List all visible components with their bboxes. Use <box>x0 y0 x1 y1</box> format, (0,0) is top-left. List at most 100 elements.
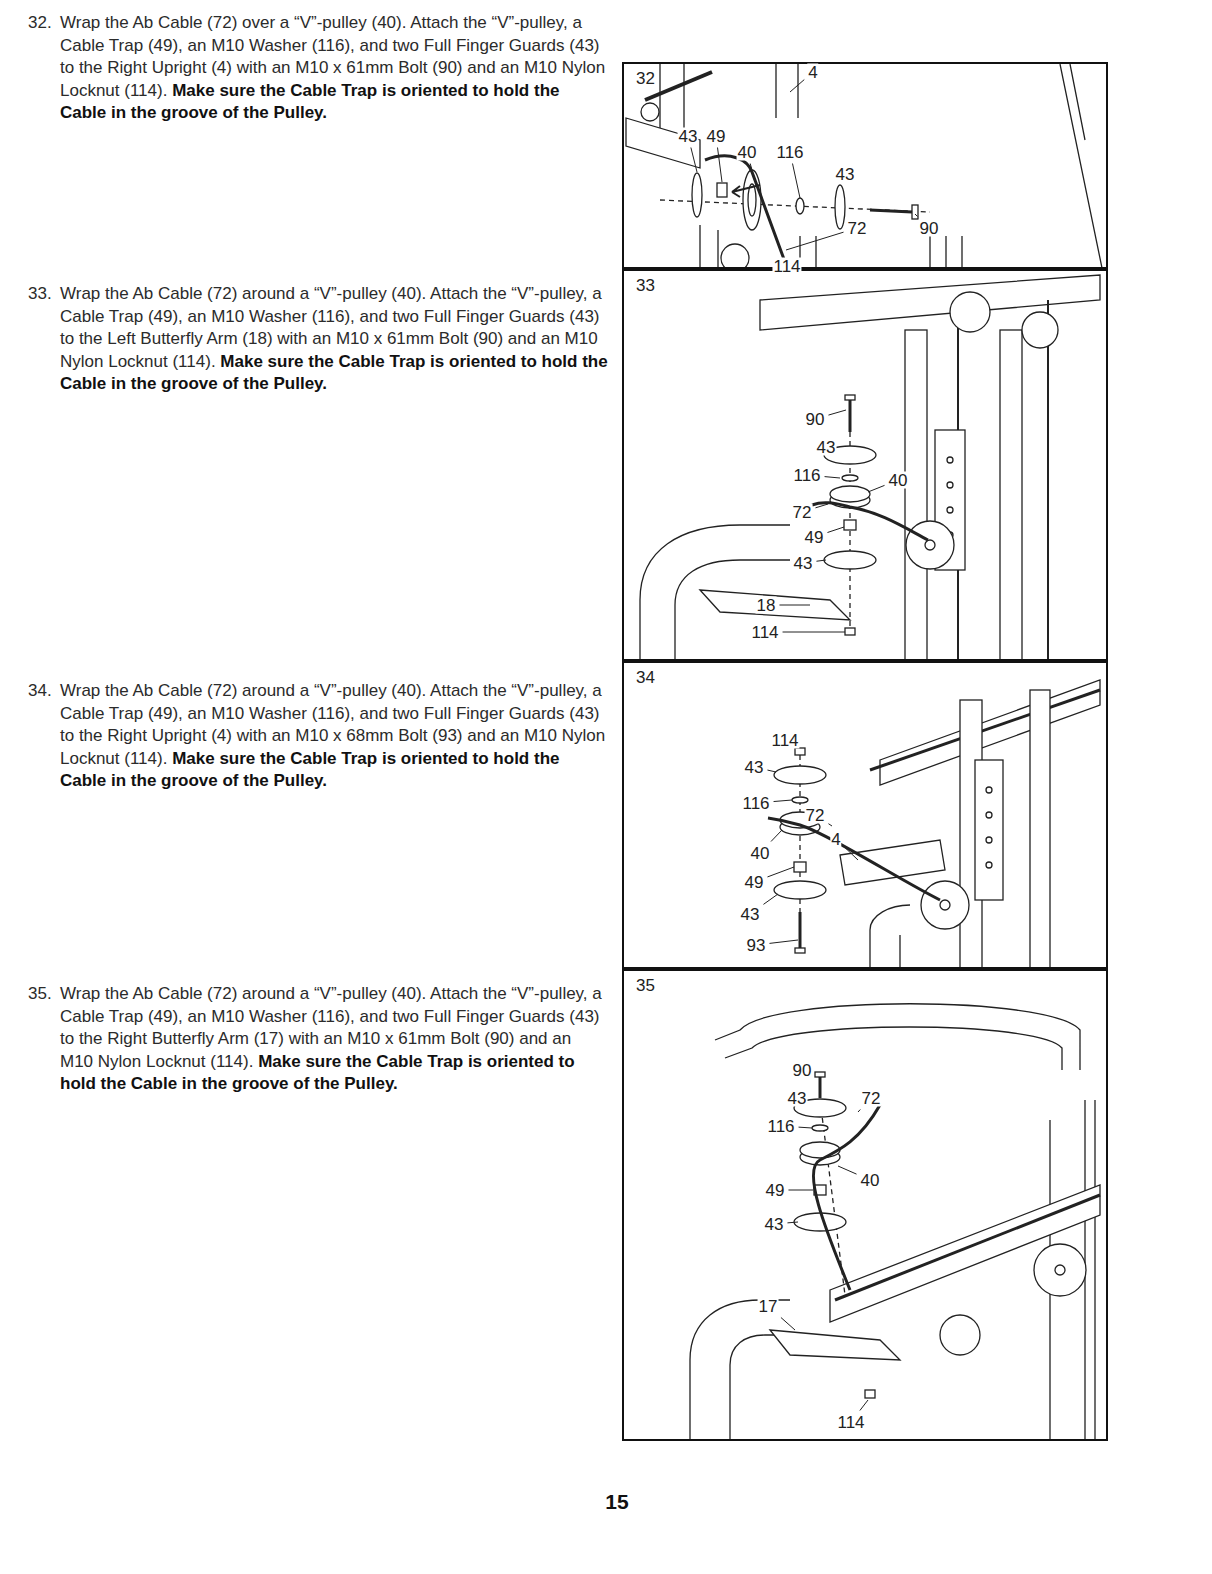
line-art <box>947 507 953 513</box>
callout-number: 43 <box>835 166 856 183</box>
callout-number: 49 <box>706 128 727 145</box>
line-art <box>776 64 798 118</box>
leader-line <box>771 830 782 842</box>
callout-number: 72 <box>792 504 813 521</box>
leader-line <box>767 770 776 772</box>
line-art <box>835 185 845 229</box>
callout-number: 43 <box>744 759 765 776</box>
line-art <box>812 1125 828 1131</box>
callout-number: 49 <box>804 529 825 546</box>
line-art <box>1030 690 1050 967</box>
leader-line <box>779 605 810 606</box>
callout-number: 72 <box>847 220 868 237</box>
line-art <box>947 457 953 463</box>
step-panel: 32 <box>622 62 1108 269</box>
line-art <box>743 170 761 230</box>
callout-number: 40 <box>750 845 771 862</box>
leader-line <box>691 148 697 173</box>
line-art <box>958 300 1048 659</box>
callout-number: 17 <box>758 1298 779 1315</box>
line-art <box>840 840 945 885</box>
line-art <box>849 400 852 432</box>
panel-32-art <box>626 64 1102 267</box>
line-art <box>824 551 876 569</box>
leader-line <box>787 1222 798 1224</box>
line-art <box>705 156 785 262</box>
line-art <box>905 330 927 659</box>
panel-33-art <box>640 275 1100 659</box>
line-art <box>732 185 760 197</box>
line-art <box>986 837 992 843</box>
leader-line <box>815 504 828 508</box>
line-art <box>830 486 870 502</box>
line-art <box>870 905 910 967</box>
line-art <box>794 862 806 872</box>
callout-number: 43 <box>793 555 814 572</box>
line-art <box>1060 64 1102 267</box>
step-number: 33 <box>634 277 657 296</box>
line-art <box>812 503 928 540</box>
panel-34-art <box>768 680 1100 967</box>
leader-line <box>915 214 918 217</box>
callout-number: 114 <box>770 732 799 749</box>
leader-line <box>781 1318 795 1331</box>
line-art <box>912 205 918 219</box>
callout-number: 116 <box>741 795 770 812</box>
line-art <box>690 1300 790 1439</box>
line-art <box>845 395 855 400</box>
line-art <box>842 475 858 481</box>
instruction-step: 35.Wrap the Ab Cable (72) around a “V”-p… <box>28 983 608 1096</box>
leader-line <box>838 1166 857 1174</box>
leader-line <box>786 232 844 250</box>
line-art <box>947 482 953 488</box>
instruction-step: 32.Wrap the Ab Cable (72) over a “V”-pul… <box>28 12 608 125</box>
line-art <box>940 900 950 910</box>
leader-line <box>828 410 846 415</box>
line-art <box>774 881 826 899</box>
line-art <box>792 797 808 803</box>
line-art <box>845 628 855 635</box>
line-art <box>692 173 702 217</box>
leader-line <box>868 485 885 492</box>
callout-number: 43 <box>740 906 761 923</box>
callout-number: 116 <box>792 467 821 484</box>
line-art <box>1022 312 1058 348</box>
line-art <box>660 64 684 136</box>
leader-line <box>793 164 801 199</box>
leader-line <box>718 148 723 183</box>
line-art <box>700 225 718 267</box>
callout-number: 90 <box>792 1062 813 1079</box>
line-art <box>800 236 962 267</box>
leader-line <box>790 80 804 92</box>
line-art <box>986 812 992 818</box>
callout-number: 116 <box>766 1118 795 1135</box>
line-art <box>799 912 802 948</box>
callout-number: 40 <box>860 1172 881 1189</box>
line-art <box>950 292 990 332</box>
callout-number: 4 <box>807 64 818 81</box>
step-number: 33. <box>28 283 52 306</box>
callout-number: 18 <box>756 597 777 614</box>
line-art <box>1034 1244 1086 1296</box>
step-text-block: Wrap the Ab Cable (72) around a “V”-pull… <box>60 983 608 1096</box>
line-art <box>795 948 805 953</box>
line-art <box>794 1213 846 1231</box>
line-art <box>940 1315 980 1355</box>
line-art <box>721 244 749 267</box>
callout-number: 40 <box>888 472 909 489</box>
leader-line <box>828 824 832 826</box>
line-art <box>717 183 727 197</box>
callout-number: 114 <box>836 1414 865 1431</box>
callout-number: 90 <box>805 411 826 428</box>
line-art <box>830 1185 1100 1322</box>
line-art <box>770 1330 900 1360</box>
callout-number: 43 <box>678 128 699 145</box>
callout-number: 4 <box>830 831 841 848</box>
leader-line <box>769 940 798 943</box>
instruction-step: 34.Wrap the Ab Cable (72) around a “V”-p… <box>28 680 608 793</box>
step-number: 34. <box>28 680 52 703</box>
instruction-step: 33.Wrap the Ab Cable (72) around a “V”-p… <box>28 283 608 396</box>
leader-line <box>788 1190 813 1191</box>
callout-number: 43 <box>816 439 837 456</box>
